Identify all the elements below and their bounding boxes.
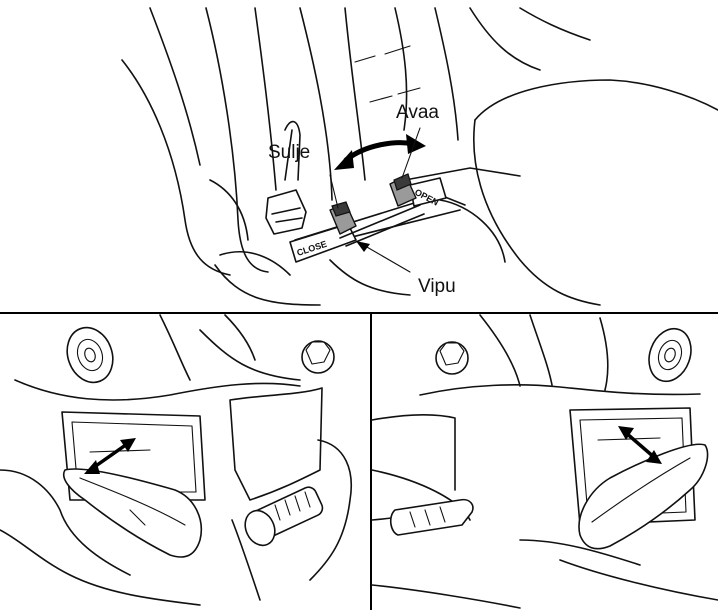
top-lever-view: CLOSE OPEN Sulje Avaa Vipu — [122, 8, 718, 305]
close-callout-label: Sulje — [268, 142, 310, 163]
lever-callout-label: Vipu — [418, 276, 456, 297]
bottom-left-door-view — [0, 315, 351, 605]
bottom-right-door-view — [372, 315, 718, 608]
tow-hook — [240, 485, 325, 551]
right-tow-hook — [391, 500, 473, 535]
open-callout-label: Avaa — [396, 102, 439, 123]
